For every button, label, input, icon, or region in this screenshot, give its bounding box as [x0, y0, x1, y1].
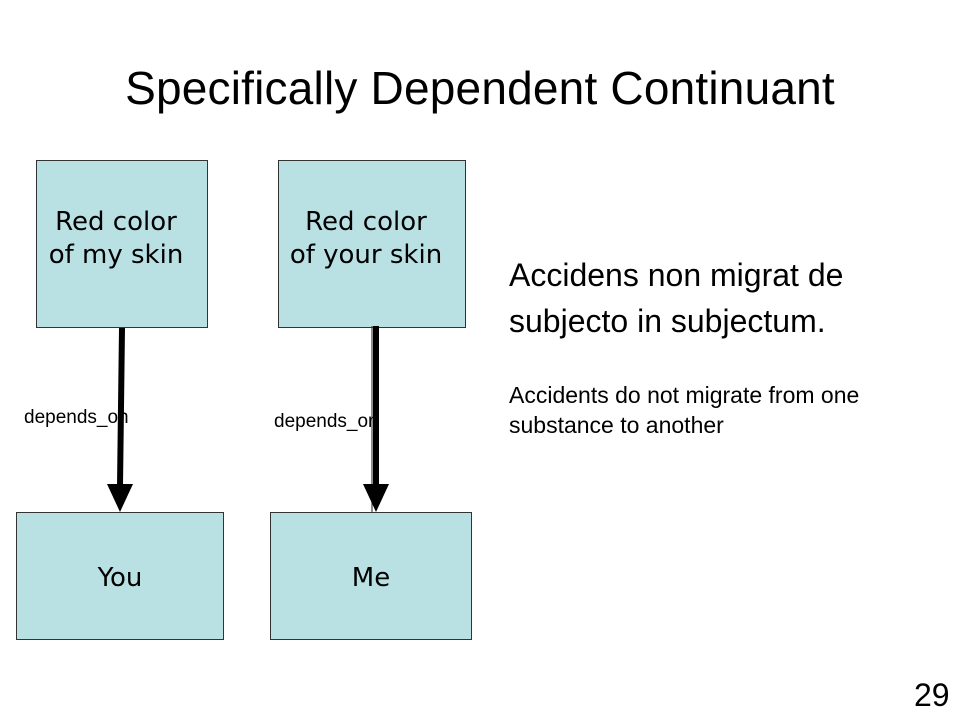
arrow-my-skin-to-you [107, 327, 133, 512]
arrow-head [107, 484, 133, 512]
box-label-line2: of my skin [48, 240, 184, 270]
box-label-line1: Red color [305, 207, 427, 237]
relation-label-depends-on: depends_on [24, 407, 129, 428]
box-red-color-of-my-skin-text: Red color of my skin [49, 206, 184, 272]
arrow-your-skin-to-me [363, 326, 389, 512]
latin-quote: Accidens non migrat de subjecto in subje… [509, 252, 843, 344]
box-red-color-of-your-skin-text: Red color of your skin [290, 206, 442, 272]
box-red-color-of-my-skin: Red color of my skin [36, 160, 208, 328]
latin-quote-line1: Accidens non migrat de [509, 257, 844, 293]
slide-title: Specifically Dependent Continuant [125, 62, 835, 114]
latin-quote-line2: subjecto in subjectum. [509, 303, 826, 339]
box-you: You [16, 512, 224, 640]
arrow-shaft [117, 327, 125, 487]
translation-text: Accidents do not migrate from one substa… [509, 380, 960, 440]
box-you-label: You [97, 562, 143, 593]
arrow-head [363, 484, 389, 512]
box-me: Me [270, 512, 472, 640]
box-label-line1: Red color [55, 207, 177, 237]
translation-line1: Accidents do not migrate from one [509, 382, 860, 408]
slide-number: 29 [914, 677, 950, 713]
box-label-line2: of your skin [289, 240, 443, 270]
translation-line2: substance to another [509, 412, 724, 438]
relation-label-depends-on: depends_on [274, 411, 379, 432]
box-me-label: Me [351, 562, 391, 593]
box-red-color-of-your-skin: Red color of your skin [278, 160, 466, 328]
